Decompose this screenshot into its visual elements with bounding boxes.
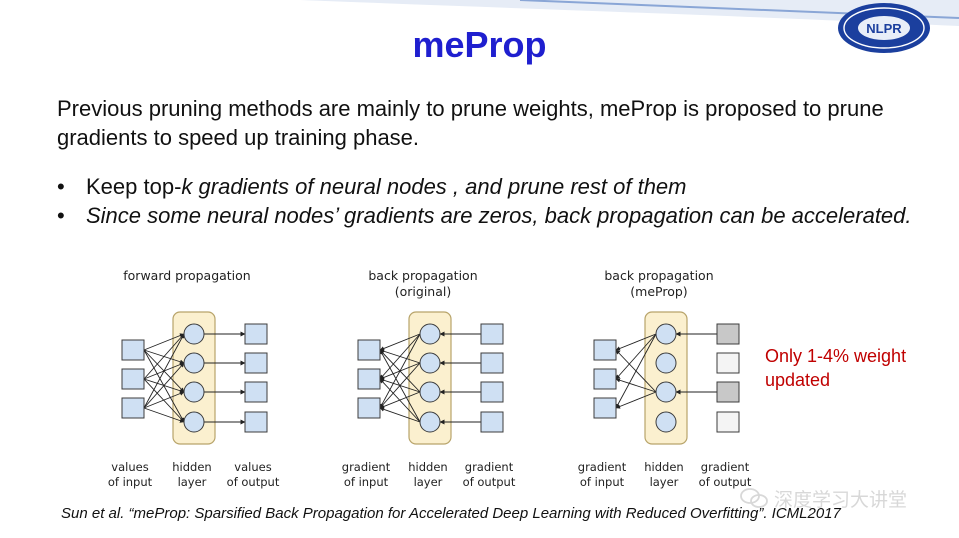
- input-node: [357, 368, 381, 390]
- hidden-node: [183, 411, 205, 433]
- wechat-icon: [740, 488, 768, 508]
- slide-title: meProp: [412, 24, 547, 65]
- hidden-node: [419, 381, 441, 403]
- panel-title: (original): [395, 284, 451, 299]
- connection-arrow: [615, 333, 657, 380]
- bullet-list: • Keep top-k gradients of neural nodes , …: [57, 172, 937, 230]
- connection-arrow: [379, 333, 421, 380]
- hidden-node: [655, 411, 677, 433]
- hidden-node: [183, 381, 205, 403]
- bullet-prefix: Keep top-: [86, 174, 182, 199]
- connection-arrow: [143, 391, 185, 409]
- column-label: hidden: [644, 460, 683, 474]
- hidden-node: [655, 323, 677, 345]
- column-label: of output: [699, 475, 752, 489]
- hidden-node: [419, 411, 441, 433]
- bullet-marker: •: [57, 203, 65, 228]
- hidden-node: [183, 323, 205, 345]
- hidden-layer-panel: [172, 311, 216, 445]
- hidden-node: [655, 381, 677, 403]
- bullet-text: gradients of neural nodes , and prune re…: [192, 174, 687, 199]
- panel-title: (meProp): [630, 284, 687, 299]
- intro-paragraph: Previous pruning methods are mainly to p…: [57, 96, 884, 150]
- column-label: of input: [580, 475, 625, 489]
- column-label: gradient: [578, 460, 627, 474]
- input-node: [121, 368, 145, 390]
- column-label: gradient: [701, 460, 750, 474]
- panel-title: forward propagation: [123, 268, 250, 283]
- output-node: [244, 411, 268, 433]
- bullet-emphasis: k: [181, 174, 193, 199]
- input-node: [593, 397, 617, 419]
- column-label: of output: [463, 475, 516, 489]
- connection-arrow: [379, 333, 421, 351]
- connection-arrow: [143, 407, 185, 423]
- connection-arrow: [143, 333, 185, 351]
- column-label: layer: [650, 475, 679, 489]
- watermark: 深度学习大讲堂: [740, 484, 940, 512]
- input-node: [121, 397, 145, 419]
- citation: Sun et al. “meProp: Sparsified Back Prop…: [61, 505, 841, 522]
- connection-arrow: [615, 391, 657, 409]
- hidden-node: [419, 352, 441, 374]
- output-node: [716, 323, 740, 345]
- connection-arrow: [379, 391, 421, 409]
- connection-arrow: [615, 378, 657, 393]
- output-node: [716, 352, 740, 374]
- output-node: [716, 381, 740, 403]
- bullet-text: Since some neural nodes’ gradients are z…: [86, 203, 912, 228]
- hidden-node: [655, 352, 677, 374]
- input-node: [357, 397, 381, 419]
- bullet-marker: •: [57, 174, 65, 199]
- column-label: hidden: [408, 460, 447, 474]
- output-node: [244, 381, 268, 403]
- panel-title: back propagation: [368, 268, 477, 283]
- output-node: [480, 323, 504, 345]
- connection-arrow: [379, 378, 421, 423]
- connection-arrow: [615, 333, 657, 409]
- column-label: hidden: [172, 460, 211, 474]
- output-node: [480, 411, 504, 433]
- bullet-item: • Keep top-k gradients of neural nodes , …: [57, 172, 937, 201]
- panel-title: back propagation: [604, 268, 713, 283]
- connection-arrow: [615, 333, 657, 351]
- hidden-node: [183, 352, 205, 374]
- output-node: [244, 323, 268, 345]
- connection-arrow: [143, 333, 185, 409]
- column-label: layer: [414, 475, 443, 489]
- input-node: [357, 339, 381, 361]
- logo-text: NLPR: [866, 21, 902, 36]
- column-label: values: [234, 460, 271, 474]
- watermark-text: 深度学习大讲堂: [774, 489, 908, 511]
- connection-arrow: [143, 333, 185, 380]
- column-label: gradient: [465, 460, 514, 474]
- connection-arrow: [379, 333, 421, 409]
- output-node: [244, 352, 268, 374]
- output-node: [716, 411, 740, 433]
- hidden-node: [419, 323, 441, 345]
- output-node: [480, 352, 504, 374]
- output-node: [480, 381, 504, 403]
- column-label: gradient: [342, 460, 391, 474]
- column-label: of input: [108, 475, 153, 489]
- column-label: of input: [344, 475, 389, 489]
- input-node: [121, 339, 145, 361]
- hidden-layer-panel: [644, 311, 688, 445]
- bullet-item: • Since some neural nodes’ gradients are …: [57, 201, 937, 230]
- column-label: of output: [227, 475, 280, 489]
- connection-arrow: [143, 362, 185, 409]
- connection-arrow: [379, 362, 421, 409]
- input-node: [593, 368, 617, 390]
- weight-update-annotation: Only 1-4% weight updated: [765, 346, 907, 390]
- input-node: [593, 339, 617, 361]
- connection-arrow: [143, 378, 185, 423]
- column-label: values: [111, 460, 148, 474]
- nlpr-logo: NLPR: [838, 3, 930, 53]
- column-label: layer: [178, 475, 207, 489]
- connection-arrow: [379, 407, 421, 423]
- hidden-layer-panel: [408, 311, 452, 445]
